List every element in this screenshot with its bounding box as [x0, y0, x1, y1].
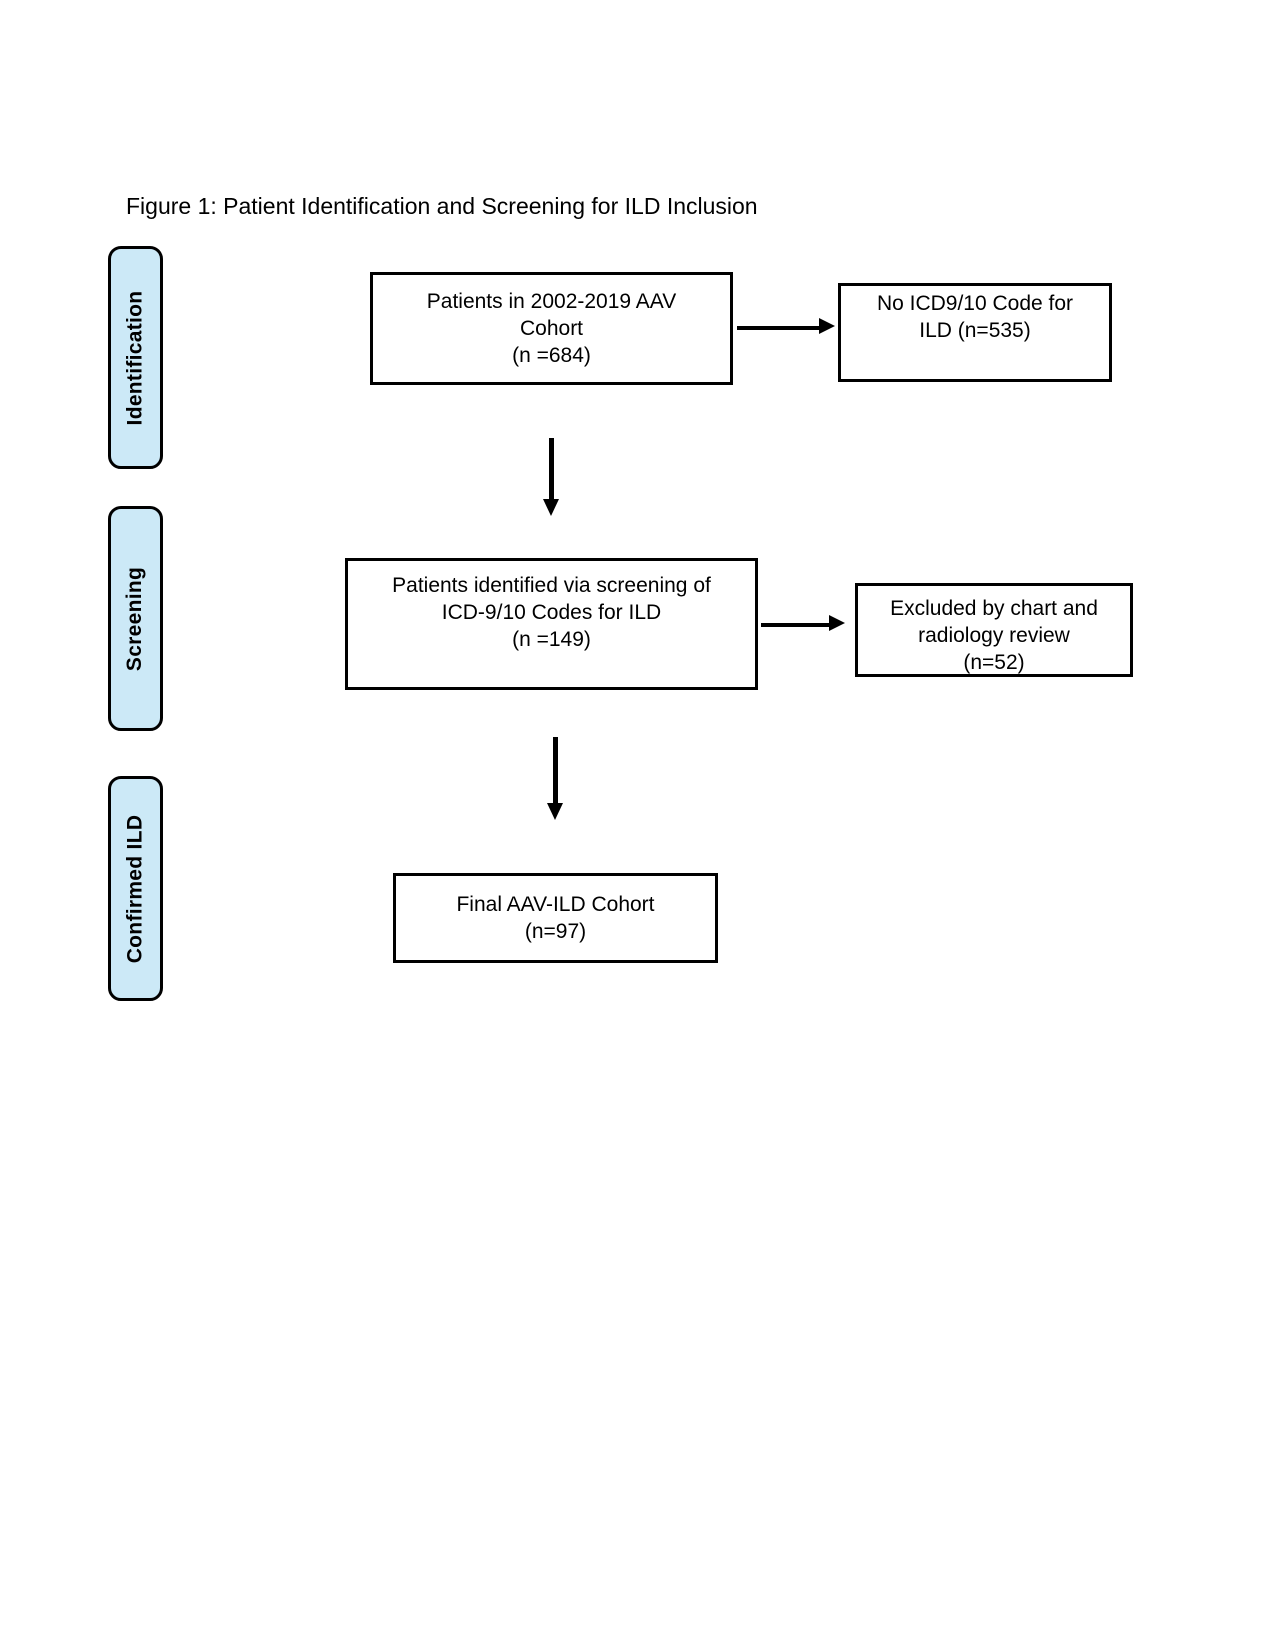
arrow-screened-to-excluded-head-icon	[829, 615, 845, 631]
flow-box-screened-patients-text: Patients identified via screening of ICD…	[392, 574, 711, 651]
arrow-cohort-to-no-icd-line	[737, 326, 819, 330]
flow-box-excluded-by-review: Excluded by chart and radiology review (…	[855, 583, 1133, 677]
flow-box-aav-cohort-text: Patients in 2002-2019 AAV Cohort (n =684…	[426, 290, 677, 367]
arrow-cohort-to-no-icd-head-icon	[819, 318, 835, 334]
flow-box-screened-patients: Patients identified via screening of ICD…	[345, 558, 758, 690]
arrow-screened-to-excluded-line	[761, 623, 829, 627]
stage-label-screening: Screening	[123, 566, 147, 671]
flow-box-aav-cohort: Patients in 2002-2019 AAV Cohort (n =684…	[370, 272, 733, 385]
stage-label-confirmed-ild: Confirmed ILD	[123, 814, 147, 963]
flow-box-final-cohort-text: Final AAV-ILD Cohort (n=97)	[456, 893, 655, 943]
arrow-screened-to-final-head-icon	[547, 803, 563, 820]
flow-box-no-icd-code-text: No ICD9/10 Code for ILD (n=535)	[876, 292, 1074, 342]
arrow-cohort-to-screened-line	[549, 438, 554, 500]
stage-pill-identification: Identification	[108, 246, 163, 469]
figure-title: Figure 1: Patient Identification and Scr…	[126, 193, 758, 219]
stage-pill-confirmed-ild: Confirmed ILD	[108, 776, 163, 1001]
flow-box-final-cohort: Final AAV-ILD Cohort (n=97)	[393, 873, 718, 963]
stage-label-identification: Identification	[123, 290, 147, 425]
flow-box-no-icd-code: No ICD9/10 Code for ILD (n=535)	[838, 283, 1112, 382]
arrow-cohort-to-screened-head-icon	[543, 499, 559, 516]
arrow-screened-to-final-line	[553, 737, 558, 804]
stage-pill-screening: Screening	[108, 506, 163, 731]
flow-box-excluded-by-review-text: Excluded by chart and radiology review (…	[890, 597, 1098, 674]
